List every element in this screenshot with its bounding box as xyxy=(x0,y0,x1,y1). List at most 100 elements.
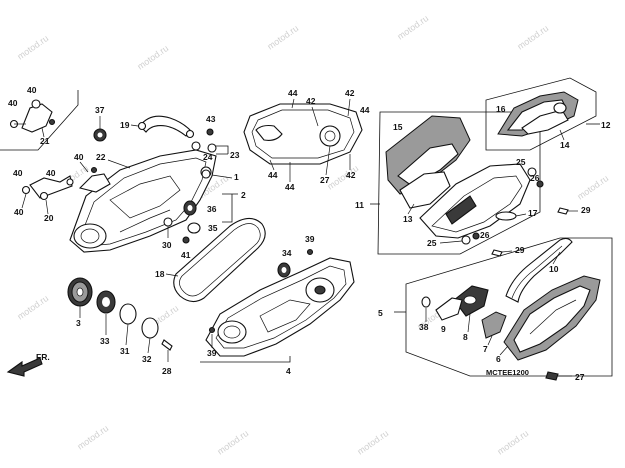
callout-label: 43 xyxy=(206,114,216,124)
watermark: motod.ru xyxy=(15,33,50,62)
grommet-part xyxy=(527,167,537,177)
front-direction-arrow: FR. xyxy=(6,352,50,377)
belt-outline xyxy=(173,217,266,303)
callout-label: 27 xyxy=(575,372,585,382)
callout-label: 25 xyxy=(427,238,437,248)
watermark: motod.ru xyxy=(15,293,50,322)
watermark: motod.ru xyxy=(575,173,610,202)
cover-piece xyxy=(399,171,451,209)
washer-part xyxy=(207,143,217,153)
callout-label: 42 xyxy=(346,170,356,180)
watermark: motod.ru xyxy=(495,428,530,457)
callout-label: 44 xyxy=(288,88,298,98)
grommet-part xyxy=(461,235,471,245)
clutch-boss xyxy=(217,320,247,344)
bolt-head xyxy=(163,217,173,227)
callout-label: 26 xyxy=(480,230,490,240)
bolt-part xyxy=(206,128,214,136)
callout-label: 8 xyxy=(463,332,468,342)
breather-hose-assembly: 19 43 24 23 1 2 xyxy=(120,114,246,223)
callout-label: 31 xyxy=(120,346,130,356)
screw-part xyxy=(491,249,503,257)
callout-label: 41 xyxy=(181,250,191,260)
callout-label: 44 xyxy=(360,105,370,115)
cover-frame-group: 11 15 13 17 25 26 25 26 29 29 xyxy=(355,111,591,257)
callout-label: 16 xyxy=(496,104,506,114)
dowel-pin xyxy=(208,326,216,334)
bracket-group-top-left: 40 40 21 xyxy=(0,85,79,151)
washer-part xyxy=(191,141,201,151)
circlip-part xyxy=(119,303,137,325)
circlip-part xyxy=(141,317,159,339)
dowel-part xyxy=(201,169,211,179)
callout-label: 5 xyxy=(378,308,383,318)
callout-label: 30 xyxy=(162,240,172,250)
callout-label: 32 xyxy=(142,354,152,364)
group-border-line xyxy=(0,90,79,151)
lower-cover-group: 5 10 8 9 38 7 6 27 MCTEE1200 xyxy=(378,237,613,382)
callout-label: 3 xyxy=(76,318,81,328)
callout-label: 7 xyxy=(483,344,488,354)
gasket-part xyxy=(435,297,463,321)
callout-label: 36 xyxy=(207,204,217,214)
arrow-icon xyxy=(6,357,43,377)
hose-clip-part xyxy=(78,173,111,193)
bolt-part xyxy=(31,99,41,109)
callout-label: 1 xyxy=(234,172,239,182)
watermark: motod.ru xyxy=(355,428,390,457)
bracket-part xyxy=(29,175,73,199)
callout-label: 44 xyxy=(268,170,278,180)
breather-hose xyxy=(139,115,191,137)
bolt-part xyxy=(39,191,49,201)
callout-label: 20 xyxy=(44,213,54,223)
callout-label: 39 xyxy=(207,348,217,358)
patch-panel xyxy=(481,311,507,339)
bolt-part xyxy=(161,339,173,351)
gasket-group: 44 42 42 44 44 44 27 42 xyxy=(243,88,370,192)
clutch-parts: 3 33 31 32 28 xyxy=(67,277,173,376)
callout-label: 40 xyxy=(8,98,18,108)
callout-label: 25 xyxy=(516,157,526,167)
cover-strip xyxy=(505,237,573,303)
right-crankcase-cover: 34 39 39 4 xyxy=(200,234,355,376)
drive-belt: 18 xyxy=(155,217,266,303)
direction-label: FR. xyxy=(36,352,50,362)
watermark: motod.ru xyxy=(75,423,110,452)
watermark: motod.ru xyxy=(515,23,550,52)
callout-label: 12 xyxy=(601,120,611,130)
callout-label: 40 xyxy=(14,207,24,217)
callout-label: 34 xyxy=(282,248,292,258)
watermark: motod.ru xyxy=(395,13,430,42)
callout-label: 42 xyxy=(345,88,355,98)
callout-label: 33 xyxy=(100,336,110,346)
callout-label: 22 xyxy=(96,152,106,162)
small-parts-middle: 36 35 30 41 xyxy=(162,200,218,260)
callout-label: 26 xyxy=(530,173,540,183)
bracket-part xyxy=(21,103,53,133)
vent-slots xyxy=(445,195,477,225)
callout-label: 40 xyxy=(27,85,37,95)
emblem xyxy=(495,211,517,221)
callout-label: 44 xyxy=(285,182,295,192)
cover-piece xyxy=(521,109,569,135)
callout-label: 13 xyxy=(403,214,413,224)
callout-label: 28 xyxy=(162,366,172,376)
callout-label: 18 xyxy=(155,269,165,279)
callout-label: 40 xyxy=(46,168,56,178)
left-crankcase-cover: 40 22 37 xyxy=(69,105,217,253)
callout-label: 27 xyxy=(320,175,330,185)
bearing-boss xyxy=(73,223,107,249)
screw-part xyxy=(557,207,569,215)
callout-label: 6 xyxy=(496,354,501,364)
callout-label: 40 xyxy=(13,168,23,178)
callout-label: 11 xyxy=(355,200,364,210)
watermark: motod.ru xyxy=(215,428,250,457)
callout-label: 37 xyxy=(95,105,105,115)
callout-label: 2 xyxy=(241,190,246,200)
dowel-pin xyxy=(306,248,314,256)
callout-label: 4 xyxy=(286,366,291,376)
watermark: motod.ru xyxy=(265,23,300,52)
callout-label: 23 xyxy=(230,150,240,160)
callout-label: 24 xyxy=(203,152,213,162)
dowel-pin xyxy=(182,236,190,244)
